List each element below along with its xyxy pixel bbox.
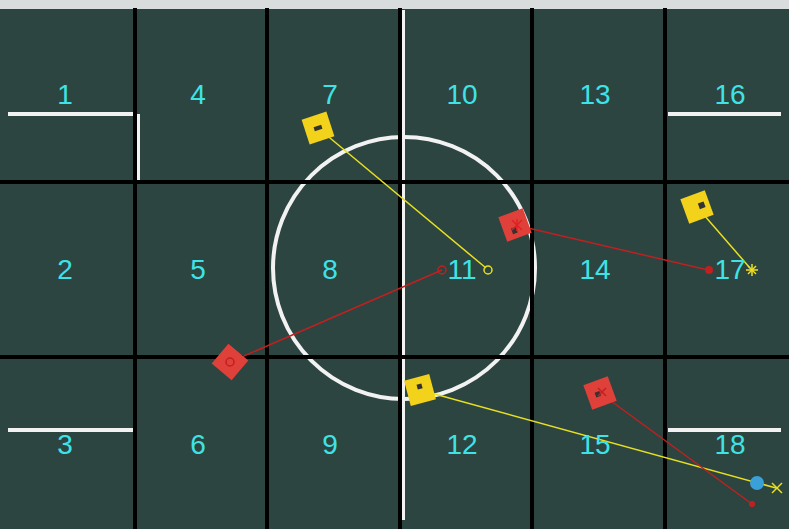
grid-lines [0, 8, 789, 529]
cell-number: 8 [322, 256, 338, 284]
cell-number: 11 [447, 256, 476, 284]
cell-number: 14 [579, 256, 610, 284]
field-border [0, 0, 789, 9]
cell-number: 18 [714, 431, 745, 459]
cell-number: 3 [57, 431, 73, 459]
yellow-robot [302, 112, 335, 145]
cell-number: 2 [57, 256, 73, 284]
trajectory-lines [230, 128, 776, 504]
cell-number: 17 [714, 256, 745, 284]
target-markers [226, 219, 782, 507]
cell-number: 16 [714, 81, 745, 109]
cell-number: 1 [57, 81, 73, 109]
ball [750, 476, 764, 490]
cell-number: 10 [446, 81, 477, 109]
red-robot [498, 208, 531, 241]
cell-number: 6 [190, 431, 206, 459]
cell-number: 5 [190, 256, 206, 284]
cell-number: 13 [579, 81, 610, 109]
cell-number: 9 [322, 431, 338, 459]
yellow-robot [680, 190, 713, 223]
cell-number: 7 [322, 81, 338, 109]
red-robot [583, 376, 616, 409]
yellow-robot [404, 374, 436, 406]
cell-number: 4 [190, 81, 206, 109]
cell-number: 12 [446, 431, 477, 459]
red-robot [212, 344, 249, 381]
cell-number: 15 [579, 431, 610, 459]
robots [212, 112, 714, 410]
